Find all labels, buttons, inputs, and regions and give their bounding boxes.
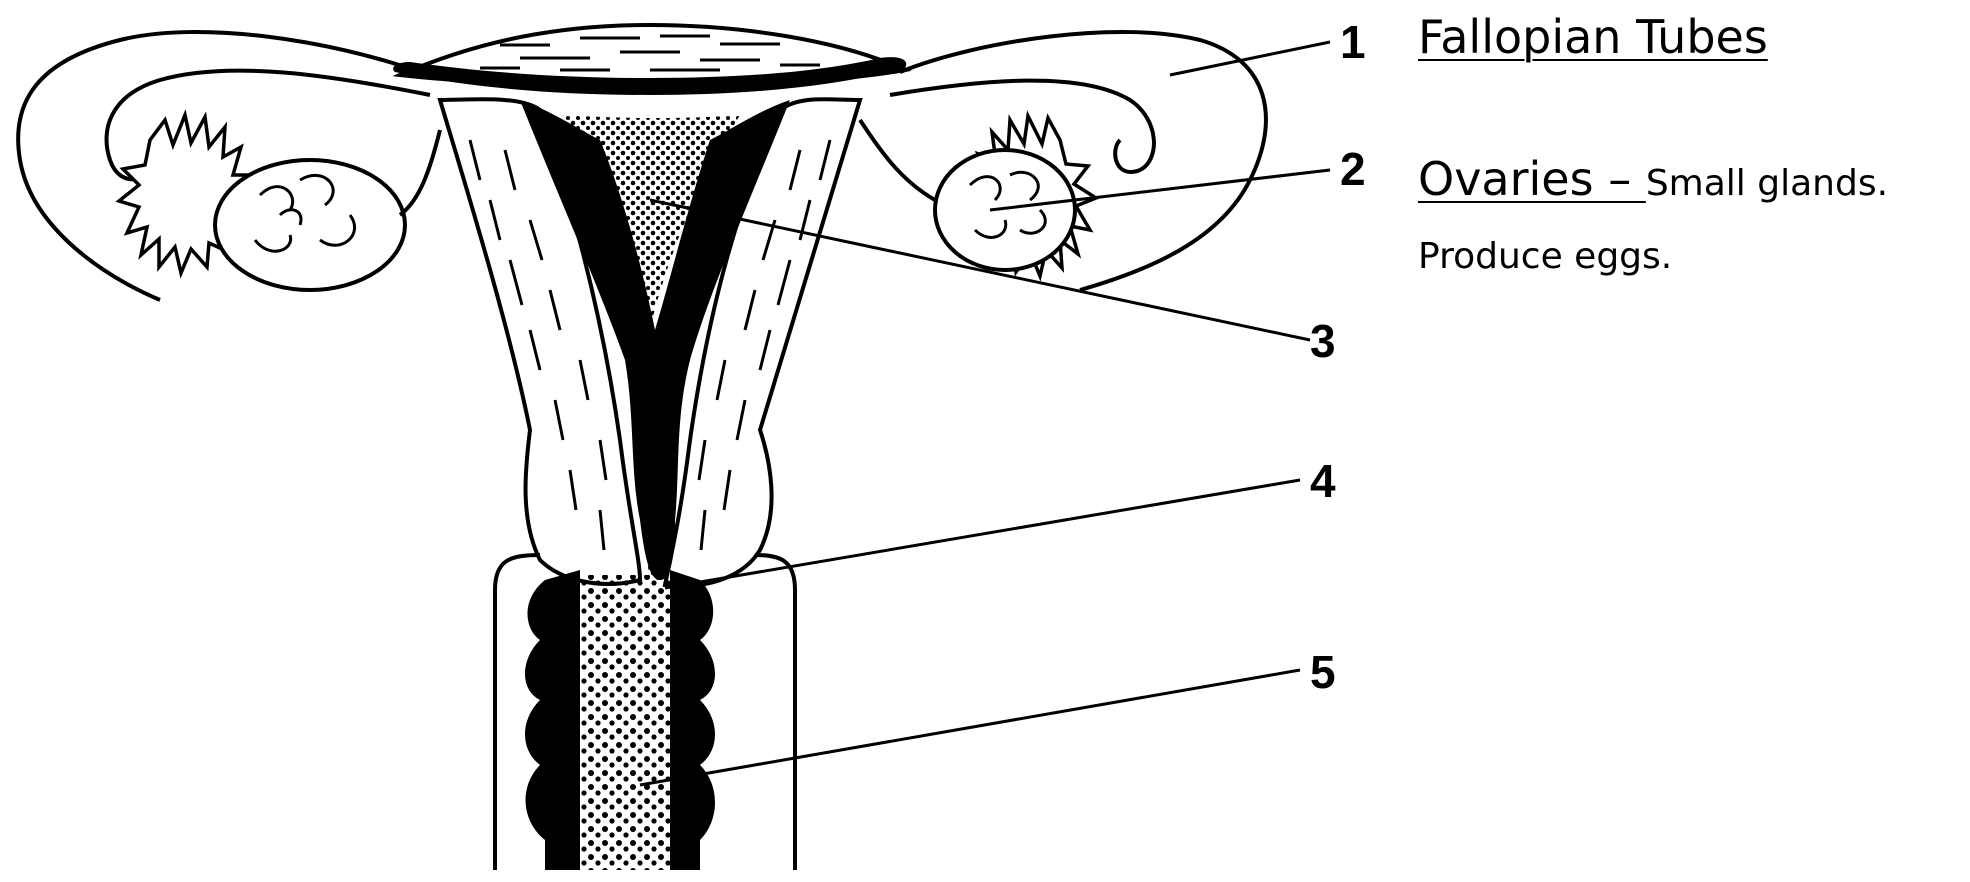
ovaries-desc-line2: Produce eggs.: [1418, 236, 1672, 277]
number-label-4: 4: [1310, 455, 1336, 507]
fallopian-tubes-label: Fallopian Tubes: [1418, 10, 1768, 64]
cervical-canal: [640, 400, 672, 580]
left-ovarian-ligament: [400, 130, 440, 215]
number-label-5: 5: [1310, 646, 1336, 698]
ovaries-desc-line1: Small glands.: [1646, 163, 1888, 204]
vaginal-canal: [575, 575, 680, 870]
leader-line-5: [640, 670, 1300, 785]
vaginal-rugae-left: [525, 570, 580, 870]
left-ovary: [215, 160, 405, 290]
number-label-2: 2: [1340, 143, 1366, 195]
right-ovary: [935, 150, 1075, 270]
number-label-3: 3: [1310, 315, 1336, 367]
ovaries-label: Ovaries – Small glands.: [1418, 152, 1888, 206]
ovaries-title: Ovaries –: [1418, 152, 1646, 206]
right-ovarian-ligament: [860, 120, 935, 200]
number-label-1: 1: [1340, 16, 1366, 68]
